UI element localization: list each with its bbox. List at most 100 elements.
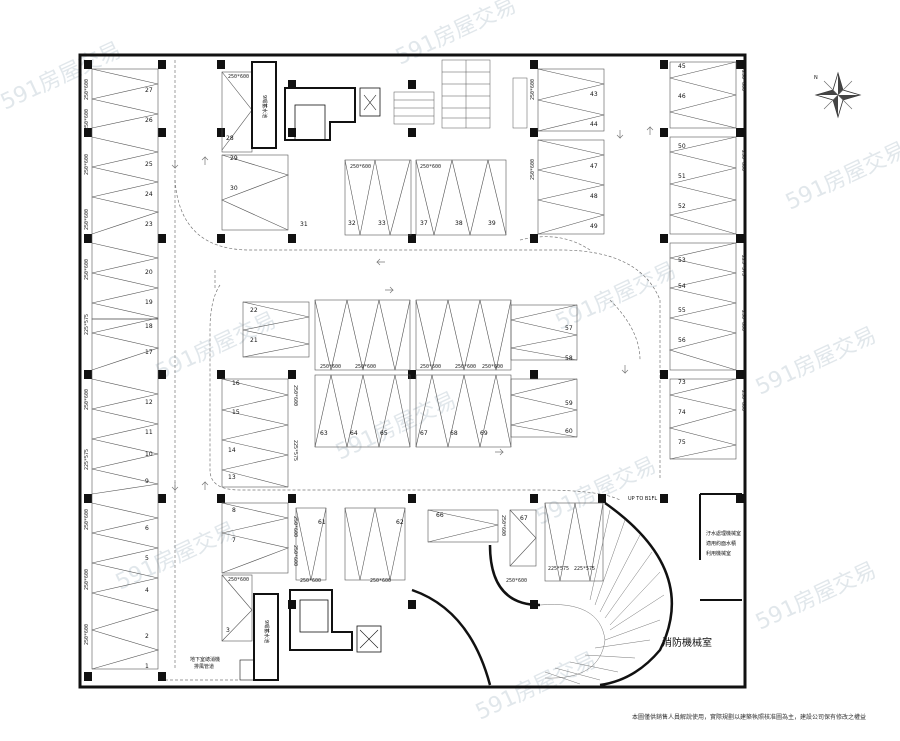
fire-room-label: 消防機械室 [662,636,712,649]
ramp-label: UP TO B1FL [628,496,657,502]
spot-dim: 250*600 [500,515,506,536]
top-left-block [221,61,381,231]
spot-number: 53 [678,257,686,264]
spot-number: 38 [455,220,463,227]
spot-number: 2 [145,633,149,640]
spot-number: 32 [348,220,356,227]
exhaust-note: 排風管道 [194,663,214,670]
spot-number: 55 [678,307,686,314]
spot-number: 23 [145,221,153,228]
spot-number: 59 [565,400,573,407]
ramp-walls [411,501,674,687]
spot-number: 12 [145,399,153,406]
compass-letter: N [814,75,818,81]
spot-number: 18 [145,323,153,330]
spot-number: 69 [480,430,488,437]
top-center-spots[interactable] [344,159,507,236]
spot-dim: 250*600 [84,624,90,645]
bottom-left-block[interactable] [221,502,406,642]
watermark: 591房屋交易 [0,38,125,116]
spot-dim: 250*600 [350,164,371,170]
info-table [393,59,528,129]
watermark: 591房屋交易 [782,138,900,216]
spot-number: 43 [590,91,598,98]
spot-dim: 250*600 [740,310,746,331]
spot-dim: 250*600 [455,364,476,370]
watermark: 591房屋交易 [552,258,680,336]
watermark: 591房屋交易 [752,558,880,636]
spot-dim: 250*600 [530,159,536,180]
spot-number: 17 [145,349,153,356]
outer-wall [78,53,747,689]
spot-number: 14 [228,447,236,454]
spot-number: 61 [318,519,326,526]
spot-number: 46 [678,93,686,100]
bottom-left-structures [239,589,382,681]
spot-number: 3 [226,627,230,634]
spot-number: 58 [565,355,573,362]
spot-number: 26 [145,117,153,124]
spot-number: 60 [565,428,573,435]
spot-number: 21 [250,337,258,344]
columns[interactable] [84,60,744,681]
spot-number: 50 [678,143,686,150]
spot-number: 29 [230,155,238,162]
spot-dim: 250*600 [84,154,90,175]
center-island-bottom[interactable] [221,374,578,488]
sewage-room[interactable] [699,493,742,601]
spot-number: 10 [145,451,153,458]
top-right-spots[interactable] [537,68,605,235]
sewage-room-sub2: 利用機械室 [706,550,731,557]
spot-number: 6 [145,525,149,532]
spot-dim: 250*600 [740,70,746,91]
spot-dim: 250*600 [740,150,746,171]
spot-number: 51 [678,173,686,180]
spot-dim: 225*575 [84,449,90,470]
sewage-room-sub: 適用約面水積 [706,540,736,547]
spot-dim: 225*575 [84,314,90,335]
spot-dim: 250*600 [228,577,249,583]
spot-number: 24 [145,191,153,198]
spot-dim: 250*600 [292,516,298,537]
spot-number: 45 [678,63,686,70]
spot-dim: 250*600 [506,578,527,584]
spot-number: 9 [145,478,149,485]
spot-number: 54 [678,283,686,290]
spot-dim: 250*600 [292,385,298,406]
spot-number: 66 [436,512,444,519]
spot-dim: 250*600 [370,578,391,584]
flow-arrows [171,126,654,491]
spot-number: 73 [678,379,686,386]
spot-number: 44 [590,121,598,128]
left-spots[interactable] [91,68,160,670]
spot-number: 49 [590,223,598,230]
spot-number: 28 [226,135,234,142]
spot-number: 37 [420,220,428,227]
spot-number: 67 [420,430,428,437]
water-tank-label: 9噸蓄水池 [261,95,268,118]
spot-number: 7 [232,537,236,544]
spot-dim: 250*600 [482,364,503,370]
spot-dim: 250*600 [228,74,249,80]
bottom-center-spots[interactable] [427,502,604,582]
spot-number: 30 [230,185,238,192]
spot-number: 62 [396,519,404,526]
spot-number: 8 [232,507,236,514]
right-spots[interactable] [668,61,737,460]
exhaust-note: 地下室總消機 [190,656,220,663]
spot-number: 56 [678,337,686,344]
spot-number: 1 [145,663,149,670]
spot-dim: 250*600 [420,164,441,170]
spot-dim: 250*600 [84,109,90,130]
center-island-top[interactable] [242,299,578,371]
spot-dim: 250*600 [84,389,90,410]
spot-dim: 225*575 [740,255,746,276]
spot-number: 75 [678,439,686,446]
spot-number: 33 [378,220,386,227]
spot-number: 19 [145,299,153,306]
spot-dim: 225*575 [548,566,569,572]
spot-number: 68 [450,430,458,437]
left-spot-numbers: 27 26 25 24 23 20 19 18 17 12 11 10 9 6 … [145,87,153,670]
watermark: 591房屋交易 [152,308,280,386]
spot-dim: 250*600 [84,79,90,100]
